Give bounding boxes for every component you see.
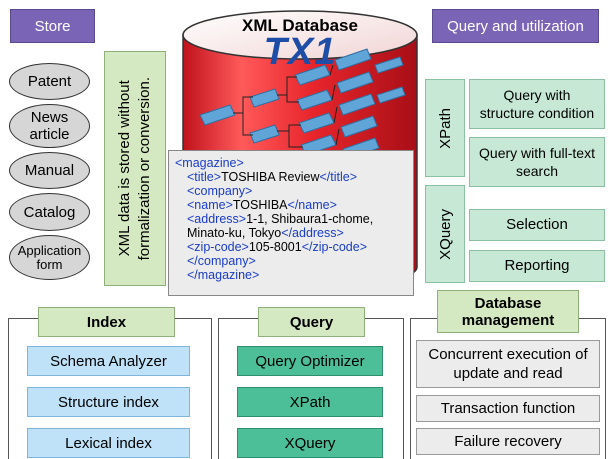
store-item-catalog: Catalog [9, 193, 90, 231]
transaction-function-box: Transaction function [416, 395, 600, 422]
xml-line: </magazine> [175, 268, 407, 282]
xml-tag: <name> [187, 198, 233, 212]
database-management-title: Database management [437, 290, 579, 333]
xml-value: 105-8001 [248, 240, 302, 254]
selection-box: Selection [469, 209, 605, 241]
xml-tag: </address> [281, 226, 344, 240]
store-item-manual: Manual [9, 152, 90, 189]
failure-recovery-box: Failure recovery [416, 428, 600, 455]
data-tree-graphic [199, 48, 406, 160]
query-panel-title: Query [258, 307, 365, 337]
xml-tag: <company> [187, 184, 253, 198]
structure-index-box: Structure index [27, 387, 190, 417]
xquery-label-text: XQuery [436, 208, 454, 260]
query-full-text-search: Query with full-text search [469, 137, 605, 187]
xml-value: 1-1, Shibaura1-chome, [246, 212, 374, 226]
store-note-line1: XML data is stored without [116, 80, 133, 257]
xml-tag: </name> [287, 198, 337, 212]
store-item-application-form: Application form [9, 235, 90, 280]
store-note: XML data is stored without formalization… [104, 51, 166, 286]
reporting-box: Reporting [469, 250, 605, 282]
store-note-line2: formalization or conversion. [136, 76, 153, 261]
concurrent-execution-box: Concurrent execution of update and read [416, 340, 600, 388]
xml-line: <title>TOSHIBA Review</title> [175, 170, 407, 184]
xpath-label: XPath [425, 79, 465, 177]
xquery-engine-box: XQuery [237, 428, 383, 458]
xquery-label: XQuery [425, 185, 465, 283]
store-header: Store [10, 9, 95, 43]
database-logo: TX1 [263, 30, 337, 73]
xml-tag: </title> [319, 170, 358, 184]
xpath-engine-box: XPath [237, 387, 383, 417]
query-optimizer-box: Query Optimizer [237, 346, 383, 376]
lexical-index-box: Lexical index [27, 428, 190, 458]
store-item-news-article: News article [9, 104, 90, 148]
database-title: XML Database [242, 16, 358, 35]
xml-tag: <magazine> [175, 156, 244, 170]
xml-tag: <address> [187, 212, 247, 226]
xml-value: Minato-ku, Tokyo [187, 226, 282, 240]
xml-tag: </zip-code> [301, 240, 368, 254]
xml-tag: <title> [187, 170, 222, 184]
xml-tag: </magazine> [187, 268, 260, 282]
xpath-label-text: XPath [436, 107, 454, 149]
xml-line: <address>1-1, Shibaura1-chome, [175, 212, 407, 226]
xml-line: <name>TOSHIBA</name> [175, 198, 407, 212]
schema-analyzer-box: Schema Analyzer [27, 346, 190, 376]
query-utilization-header: Query and utilization [432, 9, 599, 43]
xml-line: <zip-code>105-8001</zip-code> [175, 240, 407, 254]
xml-line: </company> [175, 254, 407, 268]
query-structure-condition: Query with structure condition [469, 79, 605, 129]
xml-line: Minato-ku, Tokyo</address> [175, 226, 407, 240]
xml-sample-box: <magazine><title>TOSHIBA Review</title><… [168, 150, 414, 296]
xml-value: TOSHIBA Review [221, 170, 320, 184]
store-item-patent: Patent [9, 63, 90, 100]
xml-line: <magazine> [175, 156, 407, 170]
xml-value: TOSHIBA [232, 198, 288, 212]
xml-line: <company> [175, 184, 407, 198]
index-panel-title: Index [38, 307, 175, 337]
xml-tag: </company> [187, 254, 256, 268]
xml-tag: <zip-code> [187, 240, 249, 254]
